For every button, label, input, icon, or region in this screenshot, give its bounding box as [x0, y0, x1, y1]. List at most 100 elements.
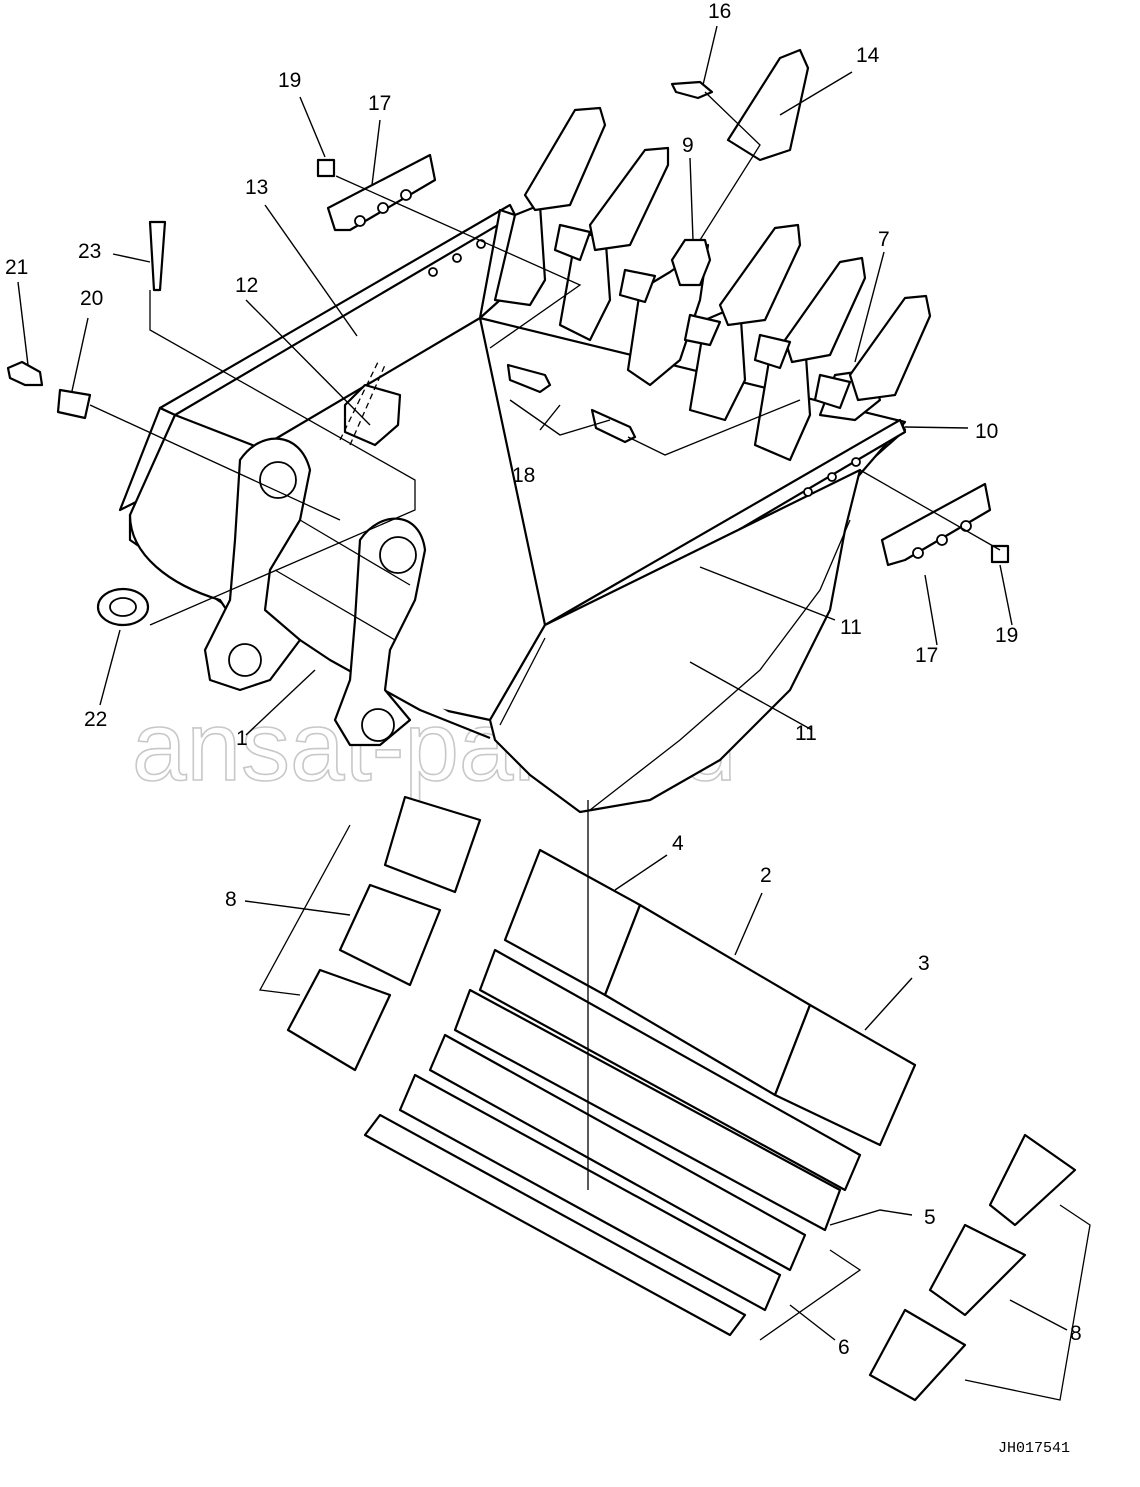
leader-line [99, 629, 121, 706]
right-bracket-pin-hole [379, 536, 417, 574]
wear-block-8 [383, 795, 482, 894]
adapter [753, 340, 812, 462]
leader-line [904, 426, 969, 429]
side-cutter-hole [400, 189, 412, 201]
left-bracket-lower-hole [228, 643, 262, 677]
leader-line [614, 854, 668, 891]
tooth [626, 238, 712, 387]
leader-line [699, 566, 836, 621]
side-cutter-hole [936, 534, 948, 546]
bolt-23 [148, 220, 167, 292]
tooth-point [848, 294, 932, 402]
right-side-hole [851, 457, 861, 467]
leader-line [999, 564, 1013, 626]
boss-tube-bottom [274, 569, 396, 641]
callout-5: 5 [924, 1206, 936, 1229]
side-cutter-left [326, 153, 437, 232]
assembly-line [89, 404, 341, 521]
leader-line [371, 119, 381, 186]
teeth-row [493, 106, 932, 462]
leader-line [854, 251, 885, 363]
tooth-point [523, 106, 607, 212]
leader-line [71, 317, 89, 392]
callout-20: 20 [80, 287, 103, 310]
assembly-line [964, 1204, 1091, 1401]
tooth-9 [670, 238, 712, 287]
assembly-line [258, 824, 351, 996]
plate-20 [56, 388, 92, 420]
callouts: 16 14 9 7 10 19 17 13 23 12 20 21 18 11 … [5, 0, 1082, 1359]
right-side-plate [488, 468, 862, 814]
leader-line [789, 1304, 836, 1341]
callout-17-top: 17 [368, 92, 391, 115]
washer-22-hole [109, 597, 137, 617]
hidden-plate-line [339, 361, 386, 446]
callout-12: 11 [840, 616, 862, 639]
bucket-body [118, 203, 907, 814]
nut-19-right [990, 544, 1010, 564]
shroud [753, 333, 792, 370]
leader-line [702, 25, 718, 86]
callout-21: 21 [5, 256, 28, 279]
wear-block-8 [928, 1223, 1027, 1317]
callout-19-top: 19 [278, 69, 301, 92]
leader-line [245, 299, 371, 426]
drawing-code: JH017541 [998, 1440, 1070, 1457]
callout-23: 23 [78, 240, 101, 263]
bolt-18a [506, 363, 552, 394]
wear-strip-5b [453, 988, 842, 1232]
wear-block-8 [988, 1133, 1077, 1227]
tooth-point [588, 146, 670, 252]
pin-16 [670, 80, 714, 100]
shroud [553, 223, 592, 262]
callout-7: 7 [878, 228, 890, 251]
shroud [813, 373, 852, 410]
callout-17-right: 17 [915, 644, 938, 667]
wear-plate-3 [773, 1003, 917, 1147]
adapter [493, 203, 547, 307]
callout-8-left: 8 [225, 888, 237, 911]
leader-line [1009, 1299, 1068, 1331]
wear-strip-5a [478, 948, 862, 1192]
side-cutter-edge [589, 519, 851, 811]
side-cutter-hole [354, 215, 366, 227]
assembly-line [627, 399, 801, 456]
callout-18: 18 [512, 464, 535, 487]
callout-9: 9 [682, 134, 694, 157]
boss-tube-top [299, 519, 411, 586]
right-side-hole [827, 472, 837, 482]
assembly-line [335, 175, 582, 349]
side-cutter-hole [377, 202, 389, 214]
leader-line [17, 281, 29, 366]
bolt-21 [6, 360, 44, 387]
right-side-hole [803, 487, 813, 497]
leader-line [299, 96, 326, 158]
tooth [753, 256, 867, 462]
leader-line [539, 404, 561, 431]
callout-15: 14 [856, 44, 880, 67]
nut-19-top [316, 158, 336, 178]
tooth-point [783, 256, 867, 364]
leader-line [864, 977, 913, 1031]
shroud [618, 268, 657, 304]
callout-11: 11 [795, 722, 817, 745]
callout-2: 2 [760, 864, 772, 887]
callout-16: 16 [708, 0, 731, 23]
side-cutter-hole [960, 520, 972, 532]
leader-line [924, 574, 938, 646]
leader-line [689, 661, 813, 731]
callout-4: 4 [672, 832, 684, 855]
left-side-hole [428, 267, 438, 277]
right-bracket-lower-hole [361, 708, 395, 742]
assembly-line [859, 469, 1001, 551]
right-side-inner-edge [499, 637, 546, 726]
leader-line [509, 399, 611, 436]
leader-line [244, 900, 351, 916]
tooth [493, 106, 607, 307]
callout-1: 1 [236, 727, 248, 750]
callout-6: 6 [838, 1336, 850, 1359]
callout-13: 12 [235, 274, 258, 297]
left-bracket-pin-hole [259, 461, 297, 499]
shroud [683, 313, 722, 347]
